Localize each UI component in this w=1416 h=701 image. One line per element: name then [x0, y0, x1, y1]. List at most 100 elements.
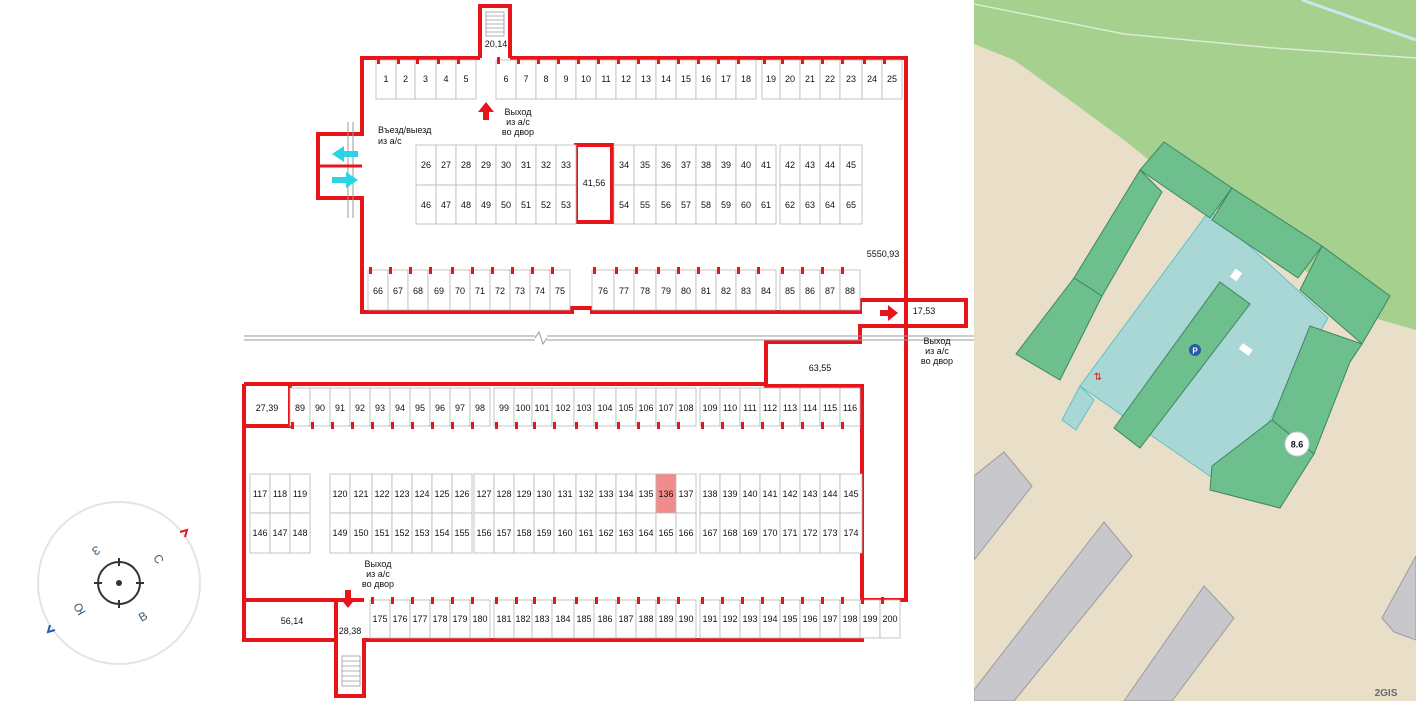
compass-center-dot [116, 580, 122, 586]
parking-slot-label: 75 [555, 286, 565, 296]
column-tick [471, 422, 474, 429]
ramp-arrows-icon: ⇅ [1094, 372, 1102, 383]
parking-icon[interactable] [1189, 344, 1201, 356]
parking-slot-98[interactable] [469, 387, 491, 427]
parking-slot-label: 119 [293, 489, 307, 499]
parking-slot-label: 37 [681, 160, 691, 170]
parking-slot-label: 50 [501, 200, 511, 210]
parking-slot-65[interactable] [839, 184, 863, 225]
parking-slot-166[interactable] [675, 512, 697, 554]
parking-slot-label: 22 [825, 74, 835, 84]
parking-slot-label: 106 [638, 403, 653, 413]
parking-slot-label: 41 [761, 160, 771, 170]
exit-arrow-up [478, 102, 494, 120]
parking-slot-label: 42 [785, 160, 795, 170]
compass-widget[interactable]: С В Ю З [37, 501, 201, 665]
parking-slot-88[interactable] [839, 269, 861, 311]
parking-slot-174[interactable] [839, 512, 863, 554]
column-tick [657, 597, 660, 604]
parking-slot-25[interactable] [881, 59, 903, 100]
house-number-badge[interactable] [1284, 431, 1310, 457]
parking-slot-label: 105 [618, 403, 633, 413]
parking-slot-label: 190 [678, 614, 693, 624]
parking-slot-label: 199 [862, 614, 877, 624]
parking-slot-label: 197 [822, 614, 837, 624]
parking-slot-label: 155 [454, 528, 469, 538]
compass-south-label: Ю [70, 600, 88, 618]
parking-slot-label: 21 [805, 74, 815, 84]
parking-slot-label: 68 [413, 286, 423, 296]
parking-slot-75[interactable] [549, 269, 571, 311]
parking-slot-label: 150 [353, 528, 368, 538]
column-tick [331, 422, 334, 429]
column-tick [677, 597, 680, 604]
column-tick [537, 57, 540, 64]
parking-slot-label: 76 [598, 286, 608, 296]
column-tick [821, 422, 824, 429]
parking-slot-label: 182 [515, 614, 530, 624]
map-small-block [1229, 268, 1243, 282]
parking-slot-label: 100 [515, 403, 530, 413]
parking-slot-label: 74 [535, 286, 545, 296]
parking-slot-label: 141 [762, 489, 777, 499]
parking-slot-label: 63 [805, 200, 815, 210]
parking-slot-label: 148 [292, 528, 307, 538]
column-tick [801, 57, 804, 64]
column-tick [371, 597, 374, 604]
parking-slot-label: 108 [678, 403, 693, 413]
parking-slot-108[interactable] [675, 387, 697, 427]
parking-slot-155[interactable] [451, 512, 473, 554]
parking-slot-label: 83 [741, 286, 751, 296]
area-right-room: 17,53 [913, 306, 936, 316]
parking-slot-label: 113 [783, 403, 797, 413]
parking-slot-label: 56 [661, 200, 671, 210]
column-tick [863, 57, 866, 64]
parking-slot-180[interactable] [469, 599, 491, 639]
parking-slot-label: 137 [678, 489, 693, 499]
parking-slot-116[interactable] [839, 387, 861, 427]
column-tick [841, 57, 844, 64]
parking-slot-200[interactable] [879, 599, 901, 639]
parking-slot-84[interactable] [755, 269, 777, 311]
parking-slot-label: 45 [846, 160, 856, 170]
parking-slot-label: 140 [742, 489, 757, 499]
column-tick [801, 597, 804, 604]
parking-slot-18[interactable] [735, 59, 757, 100]
parking-slot-190[interactable] [675, 599, 697, 639]
column-tick [615, 267, 618, 274]
column-tick [457, 57, 460, 64]
column-tick [717, 267, 720, 274]
location-map[interactable]: ⇅ P 8.6 2GIS [974, 0, 1416, 701]
parking-slot-label: 194 [762, 614, 777, 624]
area-stair-top: 20,14 [485, 39, 508, 49]
parking-slot-label: 133 [598, 489, 613, 499]
entry-gate [318, 122, 362, 218]
parking-slot-label: 154 [434, 528, 449, 538]
parking-slot-label: 114 [803, 403, 817, 413]
parking-slot-label: 175 [372, 614, 387, 624]
parking-slot-label: 3 [423, 74, 428, 84]
parking-slot-label: 20 [785, 74, 795, 84]
parking-slot-label: 143 [802, 489, 817, 499]
column-tick [781, 267, 784, 274]
house-number-label: 8.6 [1291, 440, 1304, 450]
parking-slot-53[interactable] [555, 184, 577, 225]
parking-slot-label: 196 [802, 614, 817, 624]
column-tick [821, 267, 824, 274]
column-tick [637, 57, 640, 64]
column-tick [717, 57, 720, 64]
parking-slot-label: 79 [661, 286, 671, 296]
parking-slot-label: 73 [515, 286, 525, 296]
parking-slot-148[interactable] [289, 512, 311, 554]
column-tick [451, 267, 454, 274]
parking-slot-label: 188 [638, 614, 653, 624]
column-tick [575, 597, 578, 604]
parking-slot-label: 163 [618, 528, 633, 538]
compass-south-marker-icon [46, 624, 56, 634]
parking-slot-5[interactable] [455, 59, 477, 100]
parking-slot-label: 85 [785, 286, 795, 296]
parking-slot-label: 97 [455, 403, 465, 413]
column-tick [635, 267, 638, 274]
parking-slot-61[interactable] [755, 184, 777, 225]
